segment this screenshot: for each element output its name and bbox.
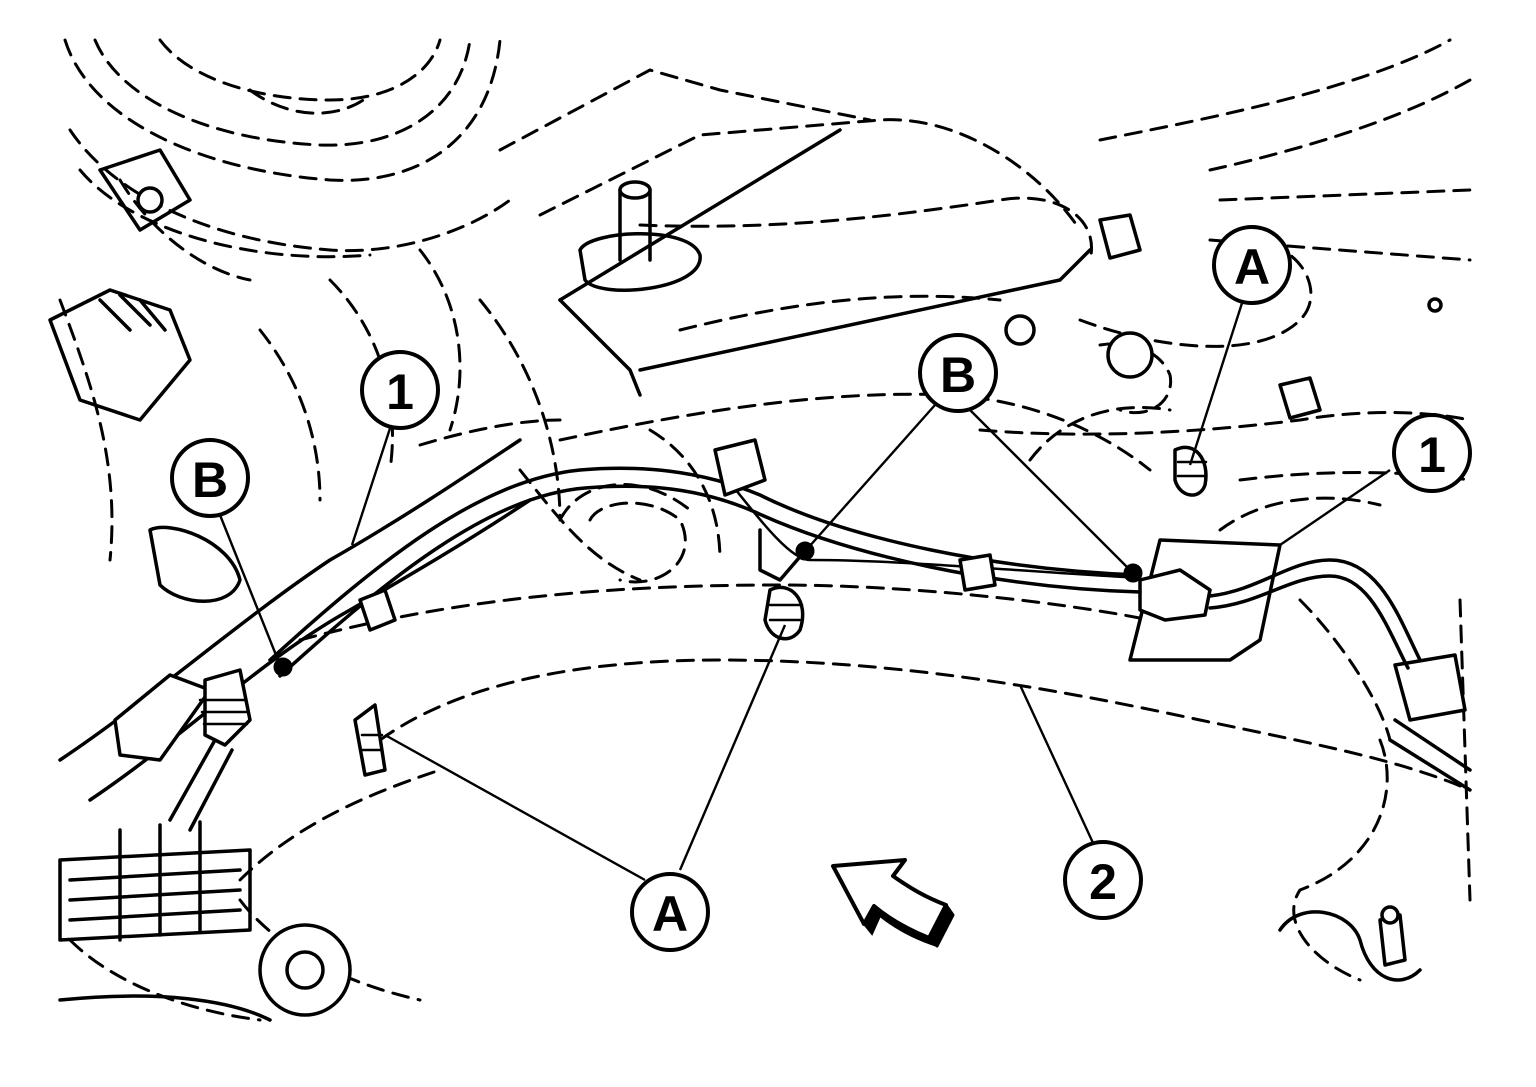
mechanical-parts (48, 128, 1472, 1022)
brake-tubes (168, 466, 1422, 832)
callout-a-bottom-label: A (652, 886, 688, 942)
clip-a-left (353, 703, 387, 777)
phantom-outlines (58, 38, 1472, 1022)
callout-1-left-label: 1 (386, 364, 414, 420)
callout-2: 2 (1063, 840, 1143, 920)
flare-nut-b-left (273, 657, 293, 677)
callout-b-left-label: B (192, 452, 228, 508)
flare-nut-points (273, 541, 1143, 677)
callout-1-left: 1 (360, 350, 440, 430)
callout-1-right-label: 1 (1418, 427, 1446, 483)
callout-a-top-right: A (1212, 225, 1292, 305)
clips (353, 438, 1208, 777)
callout-2-label: 2 (1089, 854, 1117, 910)
callout-b-center-label: B (940, 347, 976, 403)
callout-a-top-right-label: A (1234, 239, 1270, 295)
callout-1-right: 1 (1392, 413, 1472, 493)
leader-lines (216, 299, 1391, 882)
callout-a-bottom: A (630, 872, 710, 952)
clip-a-center (763, 585, 805, 641)
callout-b-center: B (918, 333, 998, 413)
front-direction-arrow-icon (831, 858, 955, 948)
callout-b-left: B (170, 438, 250, 518)
clip-a-right (1173, 445, 1208, 497)
